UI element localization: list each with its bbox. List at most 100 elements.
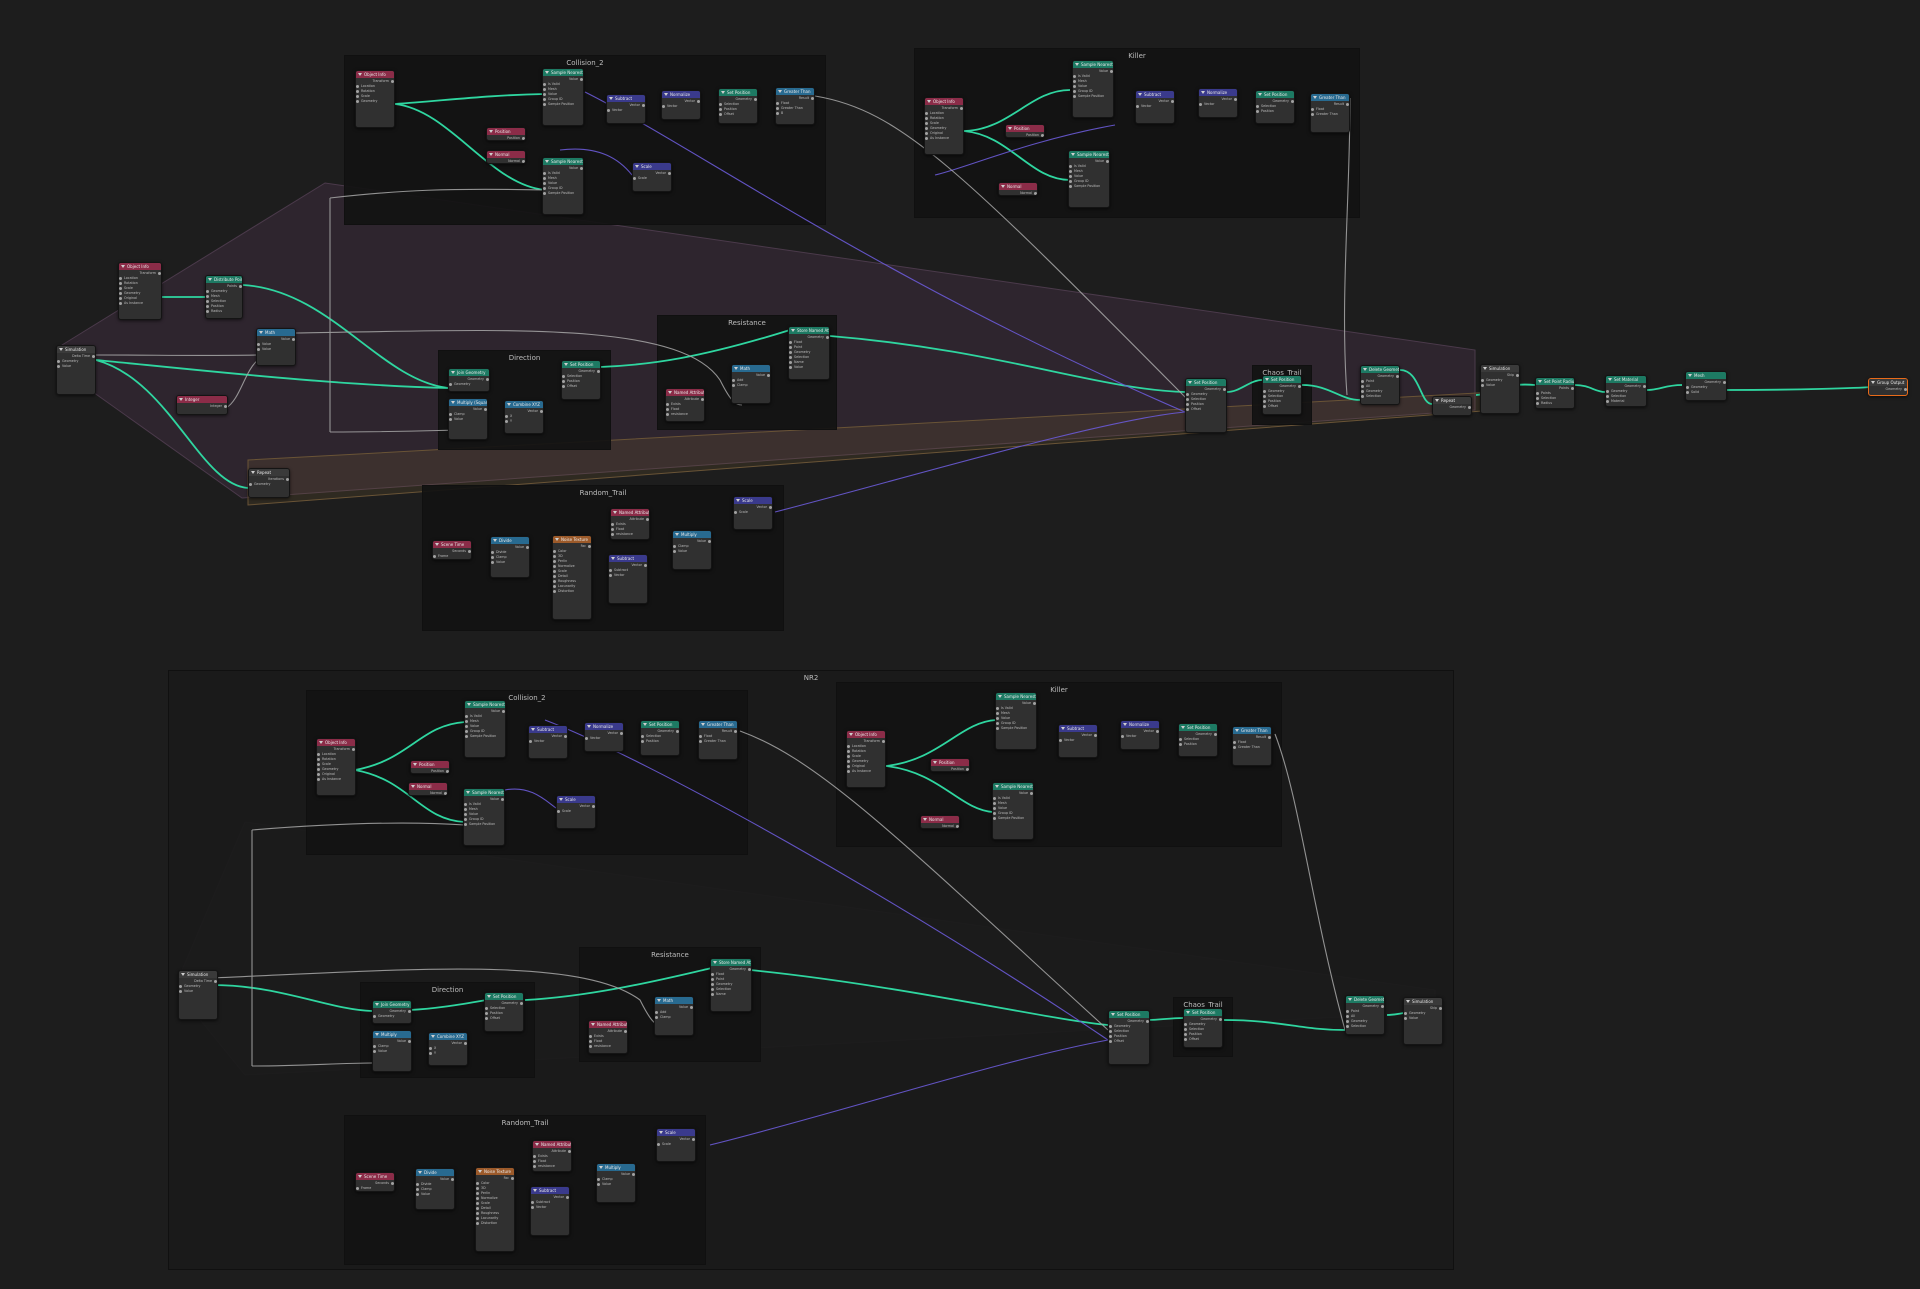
socket-row[interactable]: Point <box>711 977 751 982</box>
socket-row[interactable]: Float <box>1233 740 1271 745</box>
socket-dot-icon[interactable] <box>1606 400 1609 403</box>
socket-dot-icon[interactable] <box>476 1182 479 1185</box>
socket-row[interactable]: Value <box>543 166 583 171</box>
node-title[interactable]: Object Info <box>317 739 355 746</box>
socket-row[interactable]: Value <box>449 407 487 412</box>
socket-dot-icon[interactable] <box>607 109 610 112</box>
socket-dot-icon[interactable] <box>543 177 546 180</box>
socket-row[interactable]: Selection <box>1263 394 1301 399</box>
socket-row[interactable]: Is Valid <box>465 714 505 719</box>
socket-dot-icon[interactable] <box>1034 192 1037 195</box>
socket-dot-icon[interactable] <box>1069 165 1072 168</box>
socket-dot-icon[interactable] <box>956 825 959 828</box>
socket-dot-icon[interactable] <box>553 555 556 558</box>
socket-dot-icon[interactable] <box>1069 185 1072 188</box>
socket-row[interactable]: Normal <box>999 191 1037 195</box>
socket-dot-icon[interactable] <box>464 808 467 811</box>
socket-row[interactable]: Attribute <box>666 397 704 402</box>
socket-row[interactable]: Value <box>257 347 295 352</box>
socket-dot-icon[interactable] <box>592 805 595 808</box>
socket-row[interactable]: Position <box>411 769 449 773</box>
socket-row[interactable]: Geometry <box>1109 1024 1149 1029</box>
socket-dot-icon[interactable] <box>1536 392 1539 395</box>
node-title[interactable]: Set Position <box>1263 376 1301 383</box>
node-title[interactable]: Distribute Points <box>206 276 242 283</box>
node-title[interactable]: Subtract <box>529 726 567 733</box>
socket-row[interactable]: Selection <box>1536 396 1574 401</box>
socket-row[interactable]: Frame <box>356 1186 394 1191</box>
socket-dot-icon[interactable] <box>847 755 850 758</box>
socket-row[interactable]: Mesh <box>996 711 1036 716</box>
socket-row[interactable]: Divide <box>416 1182 454 1187</box>
socket-row[interactable]: Sample Position <box>993 816 1033 821</box>
socket-dot-icon[interactable] <box>1106 160 1109 163</box>
socket-dot-icon[interactable] <box>1069 175 1072 178</box>
socket-row[interactable]: Geometry <box>925 126 963 131</box>
socket-dot-icon[interactable] <box>1136 105 1139 108</box>
node-store-named-attribute[interactable]: Store Named Attri...GeometryFloatPointGe… <box>788 326 830 380</box>
socket-row[interactable]: Value <box>597 1172 635 1177</box>
socket-row[interactable]: Offset <box>1184 1037 1222 1042</box>
socket-row[interactable]: Geometry <box>449 382 489 387</box>
socket-row[interactable]: Value <box>996 716 1036 721</box>
socket-row[interactable]: Normal <box>487 159 525 163</box>
socket-row[interactable]: Sample Position <box>464 822 504 827</box>
socket-row[interactable]: Mesh <box>993 801 1033 806</box>
socket-dot-icon[interactable] <box>1184 1028 1187 1031</box>
socket-dot-icon[interactable] <box>826 336 829 339</box>
socket-dot-icon[interactable] <box>465 715 468 718</box>
socket-dot-icon[interactable] <box>1606 390 1609 393</box>
socket-dot-icon[interactable] <box>1073 75 1076 78</box>
socket-dot-icon[interactable] <box>465 720 468 723</box>
node-title[interactable]: Noise Texture <box>476 1168 514 1175</box>
socket-row[interactable]: Skip <box>1481 373 1519 378</box>
socket-row[interactable]: Geometry <box>179 984 217 989</box>
socket-dot-icon[interactable] <box>214 980 217 983</box>
socket-row[interactable]: Detail <box>476 1206 514 1211</box>
socket-dot-icon[interactable] <box>179 990 182 993</box>
socket-row[interactable]: Clamp <box>673 544 711 549</box>
socket-row[interactable]: Geometry <box>1686 380 1726 385</box>
socket-row[interactable]: Rotation <box>847 749 885 754</box>
socket-dot-icon[interactable] <box>1110 70 1113 73</box>
socket-dot-icon[interactable] <box>491 551 494 554</box>
node-title[interactable]: Simulation <box>57 346 95 353</box>
socket-row[interactable]: Float <box>711 972 751 977</box>
node-title[interactable]: Scale <box>734 497 772 504</box>
socket-dot-icon[interactable] <box>501 798 504 801</box>
socket-dot-icon[interactable] <box>1381 1005 1384 1008</box>
node-delete-geometry[interactable]: Delete GeometryGeometryPointAllGeometryS… <box>1360 365 1400 405</box>
socket-row[interactable]: Geometry <box>789 335 829 340</box>
socket-row[interactable]: As Instance <box>925 136 963 141</box>
socket-row[interactable]: Position <box>1179 742 1217 747</box>
socket-dot-icon[interactable] <box>644 564 647 567</box>
socket-dot-icon[interactable] <box>1184 1038 1187 1041</box>
socket-row[interactable]: Selection <box>641 734 679 739</box>
socket-dot-icon[interactable] <box>641 740 644 743</box>
socket-row[interactable]: Value <box>491 545 529 550</box>
socket-dot-icon[interactable] <box>1361 390 1364 393</box>
socket-dot-icon[interactable] <box>641 735 644 738</box>
socket-dot-icon[interactable] <box>543 187 546 190</box>
socket-dot-icon[interactable] <box>564 735 567 738</box>
socket-dot-icon[interactable] <box>464 1042 467 1045</box>
socket-row[interactable]: Vector <box>607 108 645 113</box>
node-title[interactable]: Repeat <box>249 469 289 476</box>
socket-row[interactable]: Geometry <box>1361 389 1399 394</box>
node-title[interactable]: Store Named Attri... <box>789 327 829 334</box>
socket-row[interactable]: Geometry <box>847 759 885 764</box>
socket-row[interactable]: Points <box>1536 386 1574 391</box>
socket-row[interactable]: Location <box>847 744 885 749</box>
socket-dot-icon[interactable] <box>476 1202 479 1205</box>
socket-row[interactable]: Frame <box>433 554 471 559</box>
socket-row[interactable]: Value <box>996 701 1036 706</box>
socket-dot-icon[interactable] <box>1298 385 1301 388</box>
socket-row[interactable]: Geometry <box>1481 378 1519 383</box>
frame-random-top[interactable]: Random_Trail <box>422 485 784 631</box>
